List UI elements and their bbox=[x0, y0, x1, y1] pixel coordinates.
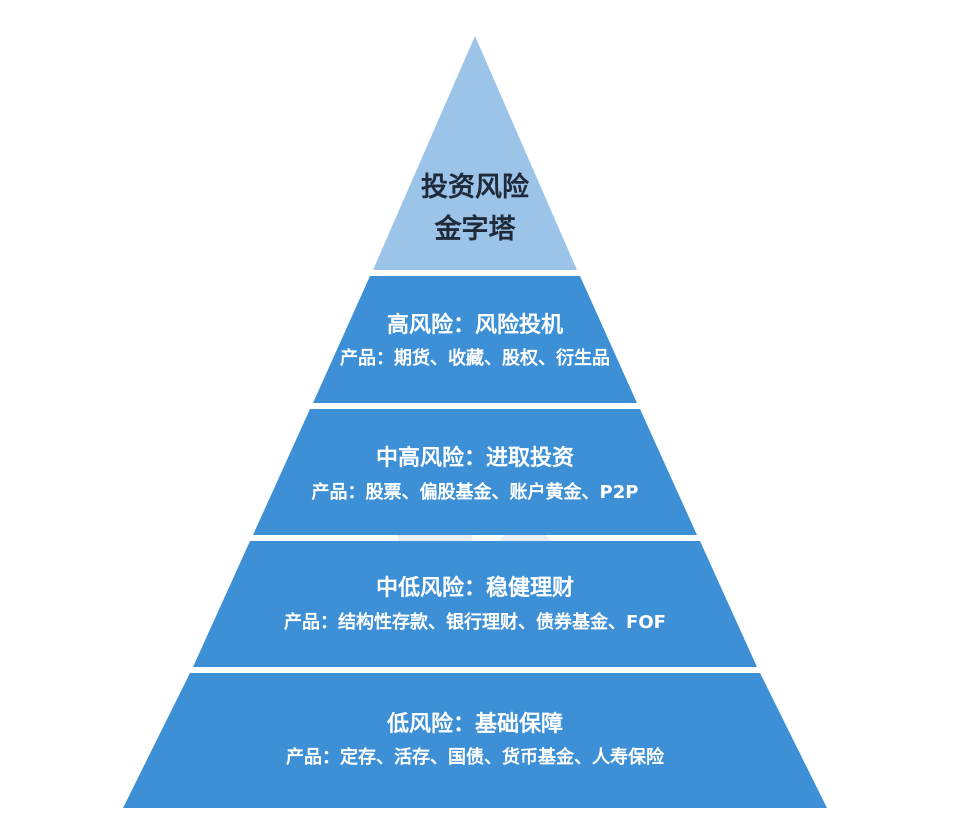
pyramid-tier-low-risk bbox=[123, 673, 827, 808]
pyramid-tier-high-risk bbox=[313, 276, 637, 403]
tier-medium-high-risk-title: 中高风险：进取投资 bbox=[376, 445, 574, 471]
tier-high-risk-products: 产品：期货、收藏、股权、衍生品 bbox=[340, 347, 610, 369]
apex-title-line1: 投资风险 bbox=[421, 171, 530, 203]
pyramid-tier-medium-high-risk bbox=[253, 409, 697, 535]
pyramid-apex bbox=[373, 36, 577, 270]
tier-medium-high-risk-products: 产品：股票、偏股基金、账户黄金、P2P bbox=[312, 481, 639, 503]
tier-medium-low-risk-products: 产品：结构性存款、银行理财、债券基金、FOF bbox=[284, 611, 666, 633]
apex-title-line2: 金字塔 bbox=[434, 213, 517, 245]
tier-low-risk-products: 产品：定存、活存、国债、货币基金、人寿保险 bbox=[286, 746, 665, 768]
tier-high-risk-title: 高风险：风险投机 bbox=[387, 312, 563, 338]
tier-low-risk-title: 低风险：基础保障 bbox=[386, 711, 563, 737]
tier-medium-low-risk-title: 中低风险：稳健理财 bbox=[376, 575, 574, 601]
pyramid-tier-medium-low-risk bbox=[193, 541, 757, 667]
